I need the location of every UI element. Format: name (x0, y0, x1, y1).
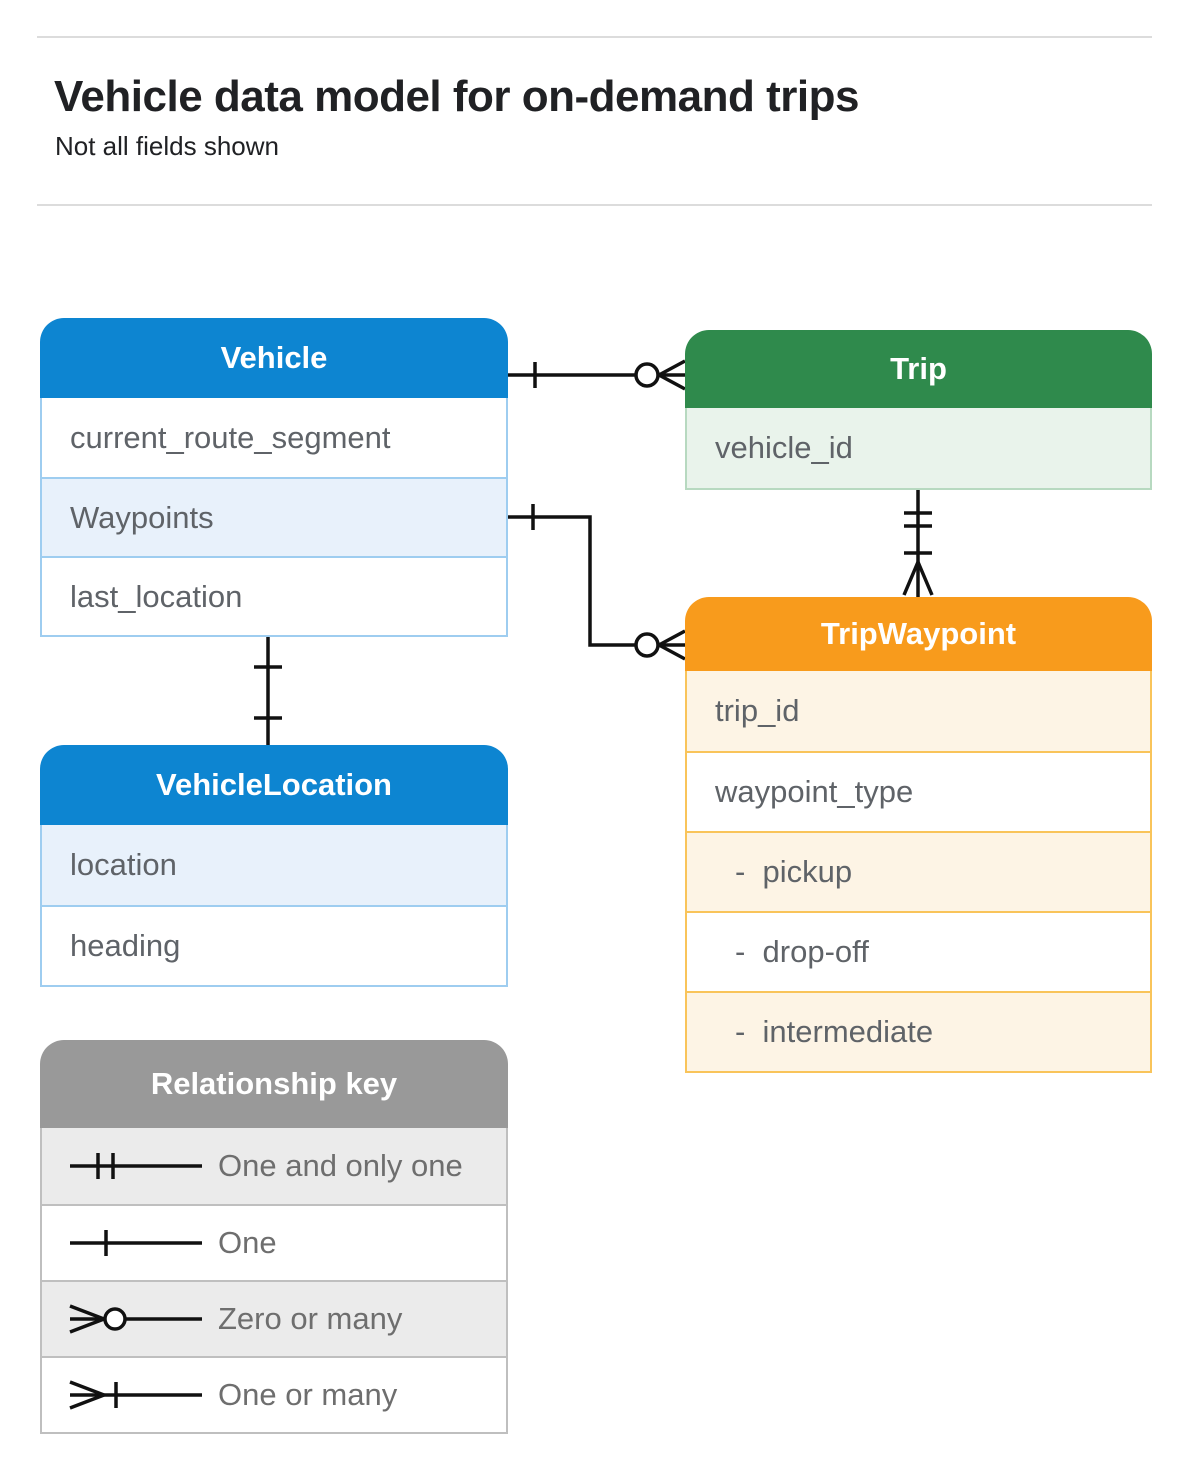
one-or-many-symbol-icon (69, 1380, 202, 1410)
entity-vehicle-fields: current_route_segment Waypoints last_loc… (40, 398, 508, 637)
field-location: location (42, 825, 506, 905)
entity-vehicle-title: Vehicle (220, 340, 328, 375)
page-subtitle: Not all fields shown (55, 131, 279, 161)
legend-item-one-or-many: One or many (42, 1356, 506, 1432)
field-waypoint-type-dropoff: - drop-off (687, 911, 1150, 991)
legend-label: Zero or many (218, 1301, 403, 1336)
page-title: Vehicle data model for on-demand trips (54, 72, 859, 121)
legend-label: One and only one (218, 1148, 463, 1183)
entity-tripwaypoint-title: TripWaypoint (820, 616, 1017, 651)
connector-vehicle-vehiclelocation (254, 636, 282, 745)
entity-trip-header: Trip (685, 330, 1152, 408)
zero-or-many-symbol-icon (69, 1304, 202, 1334)
field-waypoint-type-intermediate: - intermediate (687, 991, 1150, 1071)
entity-vehicle: Vehicle current_route_segment Waypoints … (40, 318, 508, 637)
one-symbol-icon (70, 1230, 202, 1256)
field-waypoint-type-pickup: - pickup (687, 831, 1150, 911)
entity-tripwaypoint: TripWaypoint trip_id waypoint_type - pic… (685, 597, 1152, 1073)
entity-vehiclelocation-fields: location heading (40, 825, 508, 987)
field-waypoints: Waypoints (42, 477, 506, 556)
field-current-route-segment: current_route_segment (70, 419, 391, 455)
top-divider (37, 36, 1152, 38)
connector-waypoints-tripwaypoint (508, 504, 686, 661)
header-divider (37, 204, 1152, 206)
field-vehicle-id: vehicle_id (687, 408, 1150, 488)
entity-trip: Trip vehicle_id (685, 330, 1152, 490)
relationship-key-header: Relationship key (40, 1040, 508, 1128)
entity-vehiclelocation-title: VehicleLocation (155, 767, 392, 802)
relationship-key-title: Relationship key (150, 1066, 398, 1101)
one-and-only-one-symbol-icon (70, 1153, 202, 1179)
legend-label: One (218, 1225, 277, 1260)
entity-vehicle-header: Vehicle (40, 318, 508, 398)
connector-trip-tripwaypoint (902, 490, 934, 597)
entity-vehiclelocation: VehicleLocation location heading (40, 745, 508, 987)
field-trip-id: trip_id (687, 671, 1150, 751)
field-heading: heading (42, 905, 506, 985)
legend-item-zero-or-many: Zero or many (42, 1280, 506, 1356)
field-last-location: last_location (42, 556, 506, 635)
legend-item-one-and-only-one: One and only one (42, 1128, 506, 1204)
relationship-key-rows: One and only one One Zero or many (40, 1128, 508, 1434)
entity-trip-fields: vehicle_id (685, 408, 1152, 490)
entity-tripwaypoint-fields: trip_id waypoint_type - pickup - drop-of… (685, 671, 1152, 1073)
legend-item-one: One (42, 1204, 506, 1280)
connector-vehicle-trip (508, 359, 686, 391)
entity-vehiclelocation-header: VehicleLocation (40, 745, 508, 825)
relationship-key: Relationship key One and only one One (40, 1040, 508, 1434)
entity-trip-title: Trip (890, 351, 947, 386)
entity-tripwaypoint-header: TripWaypoint (685, 597, 1152, 671)
legend-label: One or many (218, 1377, 398, 1412)
field-waypoint-type: waypoint_type (687, 751, 1150, 831)
